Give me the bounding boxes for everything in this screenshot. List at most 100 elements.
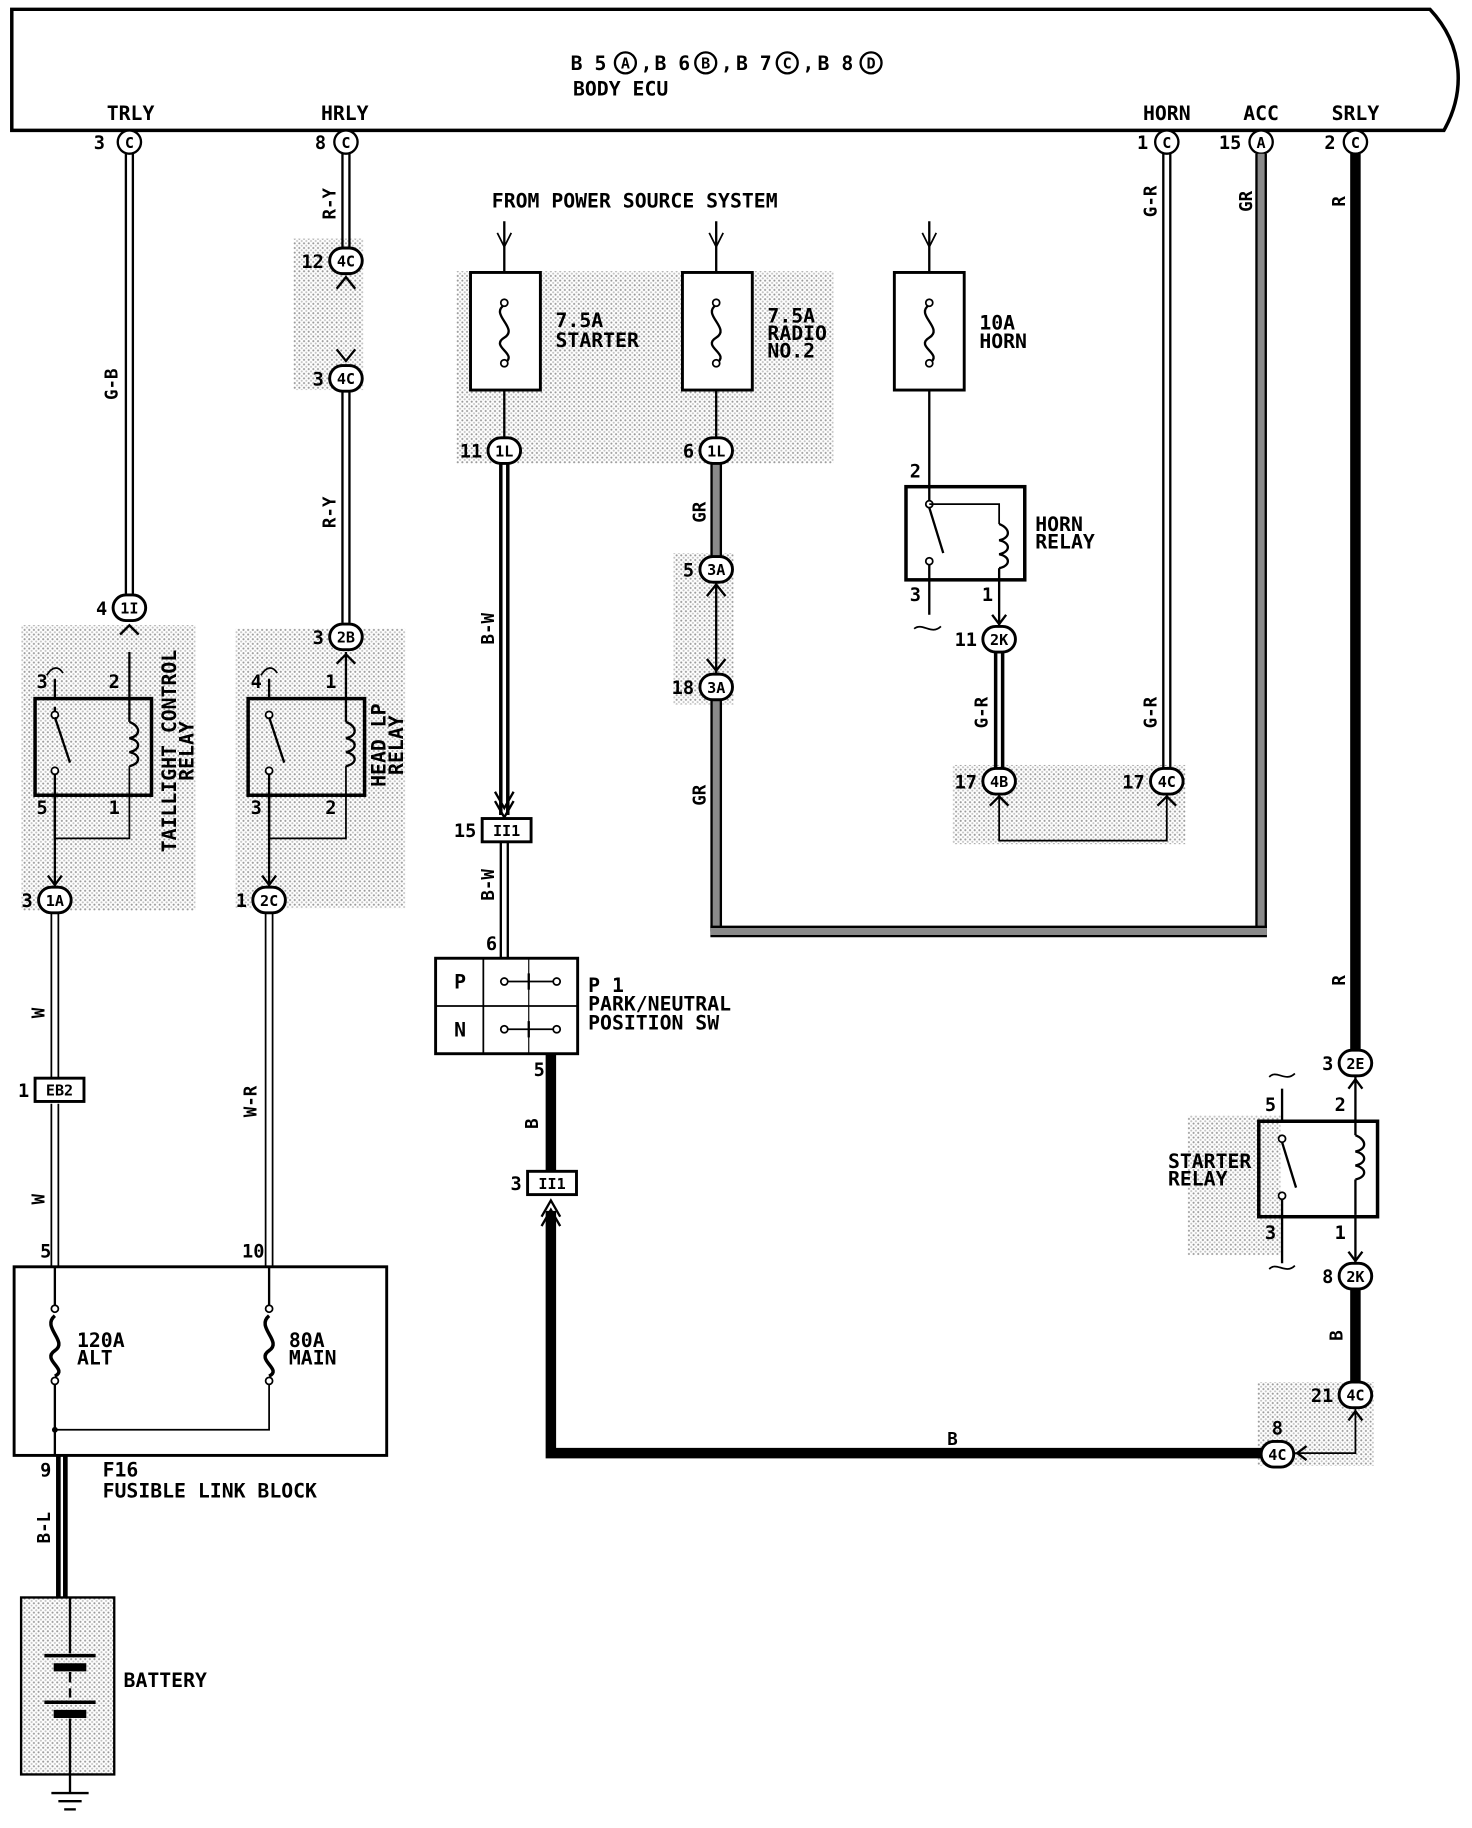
power-source-label: FROM POWER SOURCE SYSTEM xyxy=(492,189,778,212)
svg-text:4C: 4C xyxy=(1346,1387,1364,1405)
arrow-chevrons xyxy=(46,275,1364,1462)
svg-text:1L: 1L xyxy=(707,442,725,460)
svg-text:3: 3 xyxy=(36,672,47,693)
ecu-terminal-pins: 3 C 8 C 1 C 15 A 2 C xyxy=(94,129,1369,155)
svg-text:4: 4 xyxy=(96,599,107,620)
terminal-srly-label: SRLY xyxy=(1332,102,1380,125)
wire-wr: W-R xyxy=(241,1085,261,1117)
svg-text:10: 10 xyxy=(242,1241,264,1262)
head-lp-relay: 4 1 3 2 HEAD LP RELAY xyxy=(246,652,408,840)
ecu-conn-b8: B 8 xyxy=(818,52,854,75)
wire-ry-2: R-Y xyxy=(320,496,340,528)
svg-text:8: 8 xyxy=(1322,1267,1333,1288)
svg-text:2C: 2C xyxy=(260,892,278,910)
wire-color-labels: G-B R-Y R-Y G-R G-R GR R R B-W B-W GR GR… xyxy=(29,185,1350,1543)
svg-text:1: 1 xyxy=(236,891,247,912)
svg-text:5: 5 xyxy=(683,560,694,581)
svg-text:15: 15 xyxy=(454,821,476,842)
svg-text:4C: 4C xyxy=(337,253,355,271)
wire-gb: G-B xyxy=(103,368,123,400)
svg-text:II1: II1 xyxy=(538,1175,565,1193)
terminal-hrly-label: HRLY xyxy=(321,102,369,125)
fusible-link-code: F16 xyxy=(103,1458,139,1481)
svg-text:2: 2 xyxy=(325,798,336,819)
svg-text:3: 3 xyxy=(251,798,262,819)
ecu-conn-b: B xyxy=(701,55,710,73)
fuse-radio-no: NO.2 xyxy=(767,339,815,362)
ecu-conn-c: C xyxy=(783,55,792,73)
wire-bl: B-L xyxy=(35,1512,55,1544)
svg-text:1: 1 xyxy=(1335,1223,1346,1244)
ecu-conn-b7: B 7 xyxy=(736,52,772,75)
fuse-horn-name: HORN xyxy=(979,330,1027,353)
switch-n-label: N xyxy=(454,1018,466,1041)
taillight-control-relay: 3 2 5 1 TAILLIGHT CONTROL RELAY xyxy=(33,650,198,852)
fuse-horn-amp: 10A xyxy=(979,312,1015,335)
fuse-starter-name: STARTER xyxy=(556,329,639,352)
fuse-starter: 7.5A STARTER xyxy=(469,270,639,392)
wire-gr-radio-2: GR xyxy=(691,784,711,806)
svg-text:17: 17 xyxy=(1122,772,1144,793)
svg-text:17: 17 xyxy=(955,772,977,793)
svg-text:3A: 3A xyxy=(707,561,725,579)
svg-text:5: 5 xyxy=(1265,1095,1276,1116)
fuse-main-name: MAIN xyxy=(289,1347,337,1370)
wires xyxy=(50,153,1361,1598)
svg-text:,: , xyxy=(641,52,653,75)
svg-text:6: 6 xyxy=(486,934,497,955)
svg-text:6: 6 xyxy=(683,442,694,463)
wire-gr-hr: G-R xyxy=(972,696,992,728)
svg-text:4B: 4B xyxy=(990,773,1008,791)
svg-text:EB2: EB2 xyxy=(46,1082,73,1100)
wire-r-1: R xyxy=(1330,196,1350,207)
switch-p-label: P xyxy=(454,971,466,994)
head-lp-relay-label: RELAY xyxy=(385,715,408,775)
body-ecu: B 5 A , B 6 B , B 7 C , B 8 D BODY ECU T… xyxy=(10,7,1460,133)
svg-text:C: C xyxy=(1162,134,1171,152)
svg-text:11: 11 xyxy=(955,630,977,651)
starter-relay: 5 2 3 1 STARTER RELAY xyxy=(1168,1072,1380,1270)
ecu-conn-b6: B 6 xyxy=(654,52,690,75)
svg-text:II1: II1 xyxy=(493,822,520,840)
wire-b-2: B xyxy=(947,1430,958,1450)
svg-text:8: 8 xyxy=(1272,1418,1283,1439)
svg-text:4C: 4C xyxy=(337,370,355,388)
battery-label: BATTERY xyxy=(124,1669,207,1692)
wire-gr-radio-1: GR xyxy=(691,501,711,523)
starter-relay-name: STARTER xyxy=(1168,1150,1251,1173)
wire-w-1: W xyxy=(29,1007,49,1018)
wire-bw-2: B-W xyxy=(479,869,499,901)
svg-text:1L: 1L xyxy=(495,442,513,460)
svg-text:,: , xyxy=(721,52,733,75)
fuse-starter-amp: 7.5A xyxy=(556,309,604,332)
horn-relay-label: RELAY xyxy=(1035,530,1095,553)
switch-name-1: PARK/NEUTRAL xyxy=(588,993,731,1016)
svg-text:15: 15 xyxy=(1219,133,1241,154)
fuse-alt-name: ALT xyxy=(77,1347,113,1370)
starter-relay-label: RELAY xyxy=(1168,1167,1228,1190)
svg-text:1: 1 xyxy=(18,1081,29,1102)
wire-gr-horn: G-R xyxy=(1141,185,1161,217)
svg-text:5: 5 xyxy=(40,1241,51,1262)
svg-text:3A: 3A xyxy=(707,679,725,697)
fuse-horn: 10A HORN xyxy=(892,270,1027,392)
fuse-radio-amp: 7.5A xyxy=(767,305,815,328)
battery: BATTERY xyxy=(19,1596,207,1811)
head-lp-relay-name: HEAD LP xyxy=(368,703,391,786)
wire-b-3: B xyxy=(1328,1330,1348,1341)
park-neutral-switch: P N 6 5 P 1 PARK/NEUTRAL POSITION SW xyxy=(434,934,731,1081)
svg-text:2: 2 xyxy=(1335,1095,1346,1116)
svg-text:3: 3 xyxy=(94,133,105,154)
wire-b-1: B xyxy=(523,1118,543,1129)
terminal-trly-label: TRLY xyxy=(107,102,155,125)
svg-text:8: 8 xyxy=(315,133,326,154)
svg-text:5: 5 xyxy=(36,798,47,819)
svg-text:3: 3 xyxy=(1265,1223,1276,1244)
svg-text:12: 12 xyxy=(301,252,323,273)
wire-r-2: R xyxy=(1330,975,1350,986)
svg-text:3: 3 xyxy=(1322,1054,1333,1075)
svg-text:5: 5 xyxy=(534,1060,545,1081)
switch-code: P 1 xyxy=(588,974,624,997)
svg-text:C: C xyxy=(1351,134,1360,152)
